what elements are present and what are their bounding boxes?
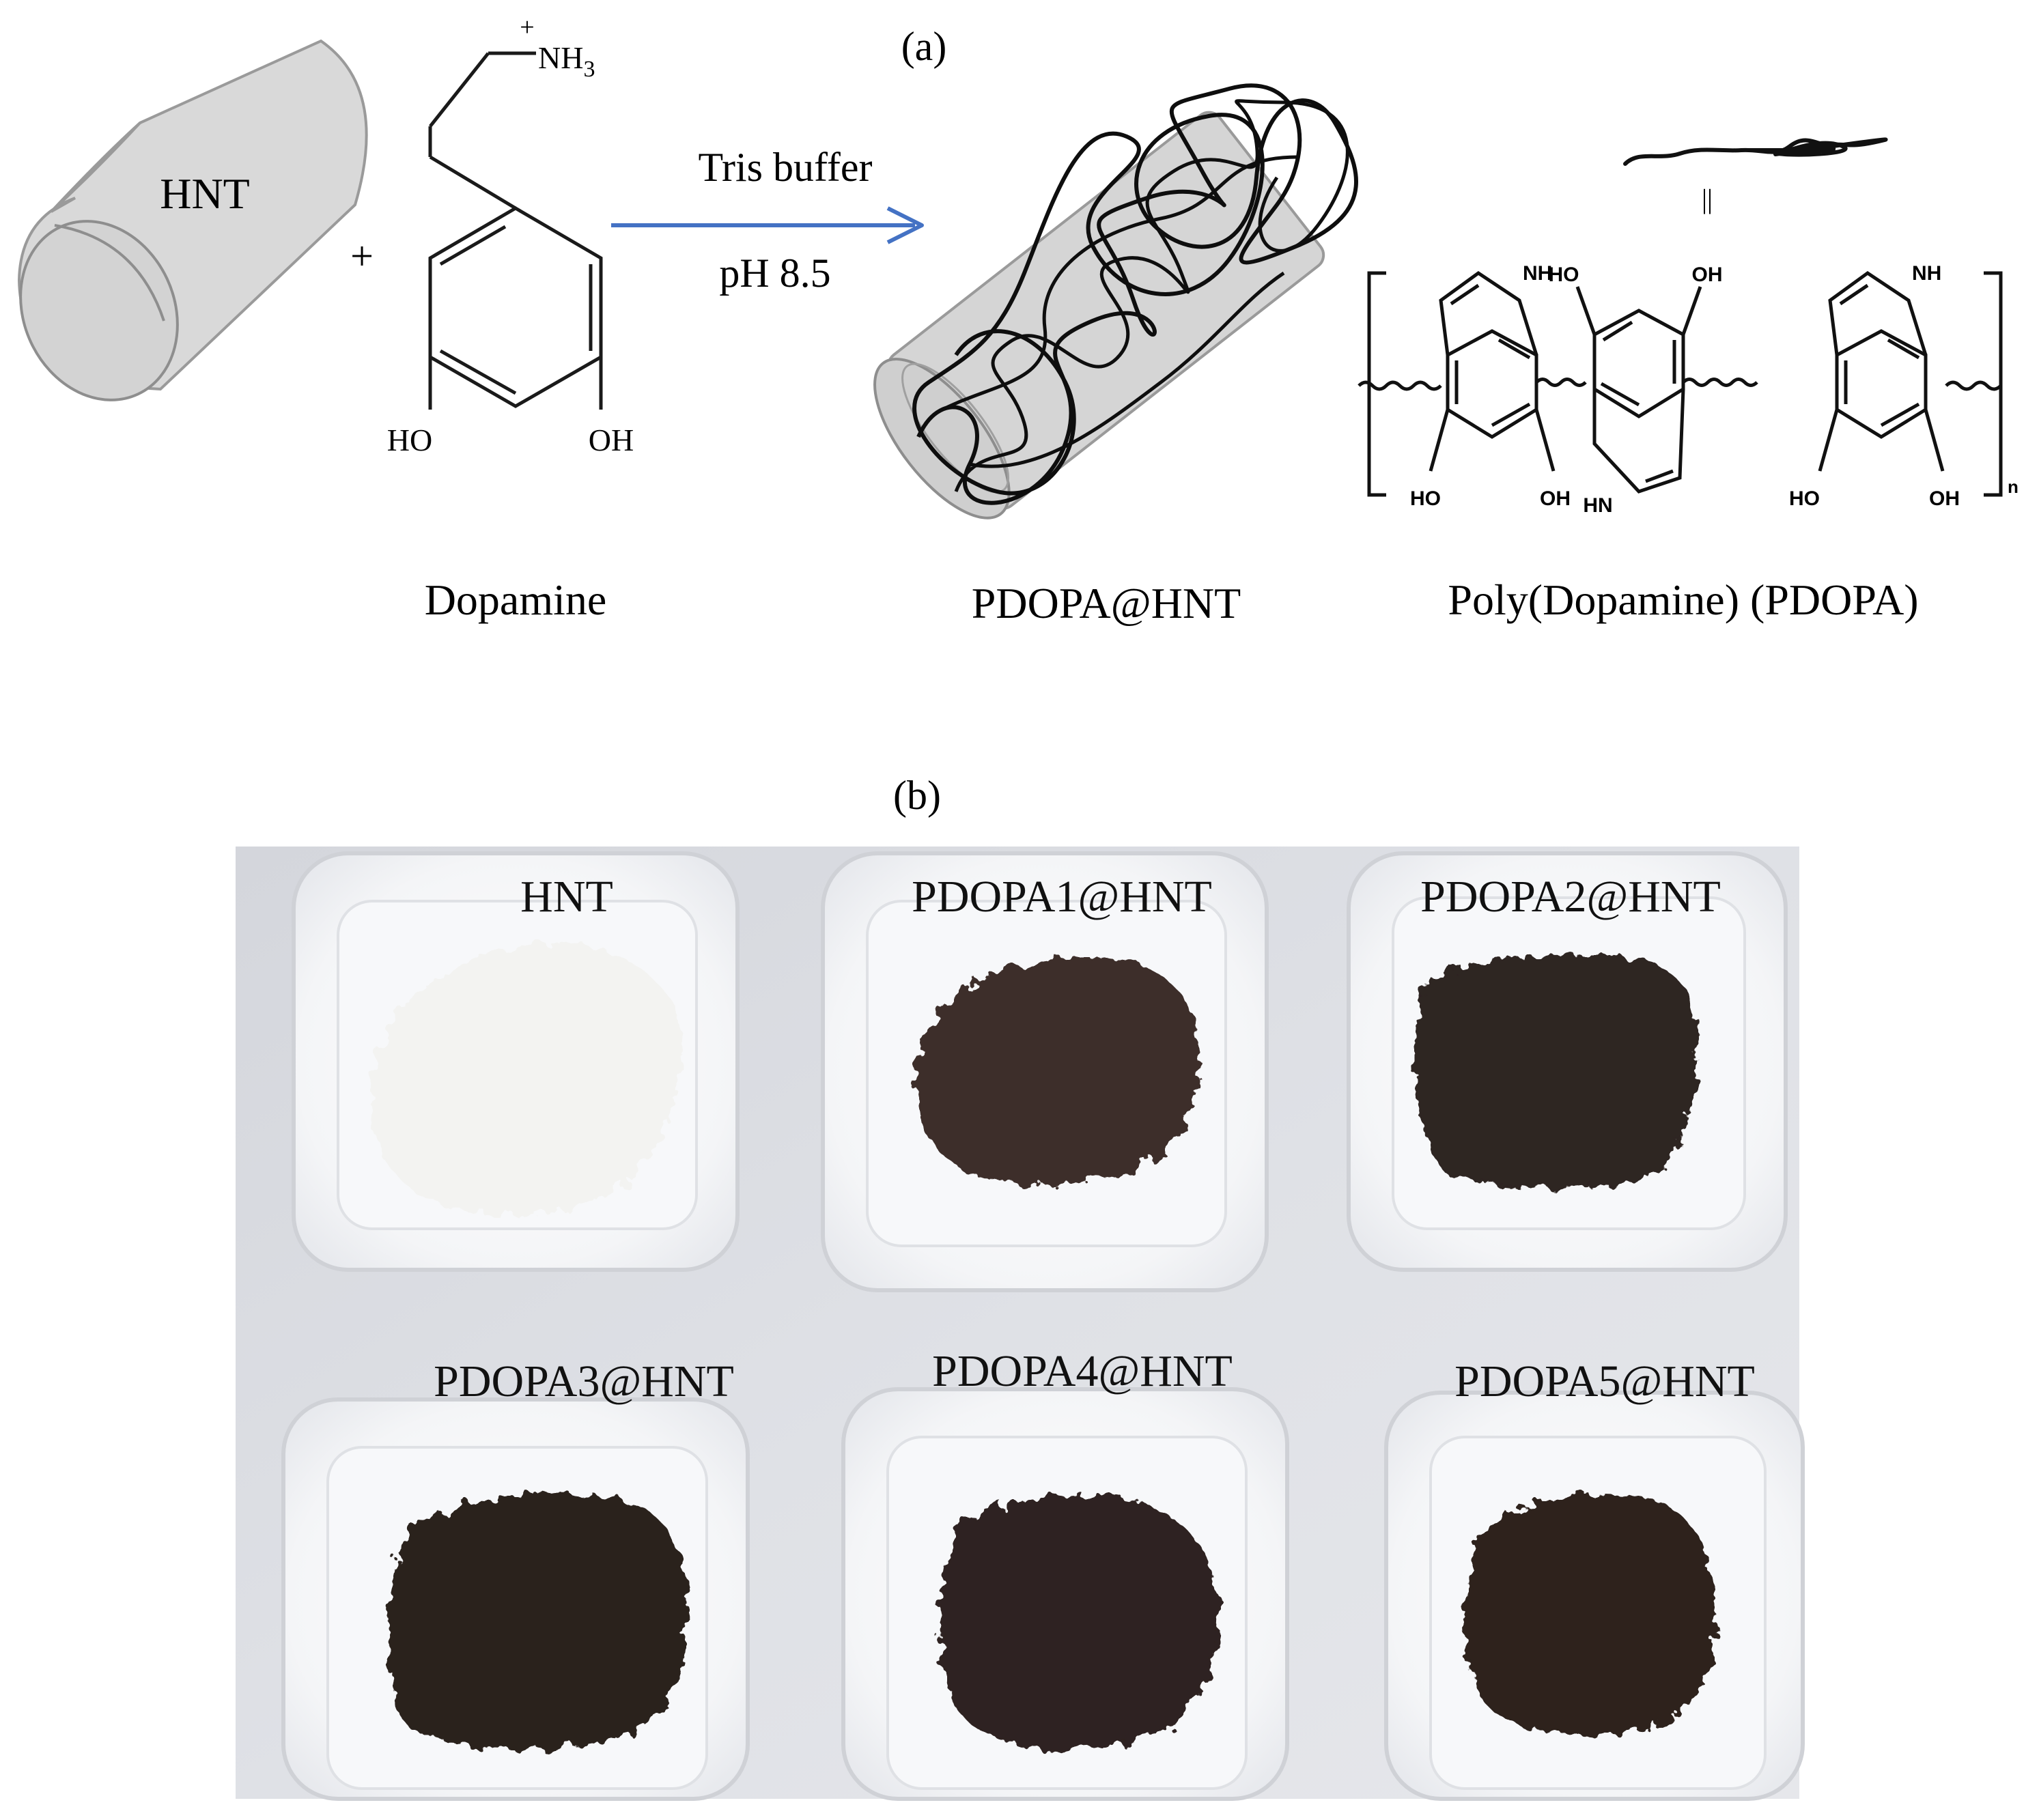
pdopa-hnt-illustration: PDOPA@HNT bbox=[873, 83, 1358, 627]
ammonium-charge: + bbox=[520, 13, 534, 42]
repeat-subscript: n bbox=[2008, 477, 2019, 497]
nh-right: NH bbox=[1912, 262, 1941, 285]
powder-hnt bbox=[370, 943, 683, 1216]
ho-bottom-left: HO bbox=[1410, 487, 1441, 510]
panel-a-label: (a) bbox=[901, 24, 947, 69]
panel-a: (a) HNT + + NH3 HO OH Dopam bbox=[17, 13, 2019, 627]
reaction-arrow: Tris buffer pH 8.5 bbox=[611, 145, 924, 296]
dopamine-ho: HO bbox=[387, 423, 432, 457]
polydopamine-structure: NH HO OH NH HO OH HN HO OH n Poly(Dopami… bbox=[1358, 262, 2019, 624]
powder-pdopa3 bbox=[387, 1493, 688, 1749]
sample-label-pdopa4: PDOPA4@HNT bbox=[932, 1346, 1233, 1396]
oh-bottom-right: OH bbox=[1929, 487, 1960, 510]
ho-bottom-right: HO bbox=[1789, 487, 1820, 510]
polymer-shorthand: || bbox=[1623, 137, 1888, 214]
polydopamine-name: Poly(Dopamine) (PDOPA) bbox=[1448, 575, 1918, 624]
sample-label-pdopa5: PDOPA5@HNT bbox=[1454, 1356, 1755, 1406]
sample-label-pdopa2: PDOPA2@HNT bbox=[1420, 872, 1721, 922]
plus-sign: + bbox=[350, 233, 374, 279]
ho-top: HO bbox=[1549, 264, 1579, 286]
sample-label-hnt: HNT bbox=[520, 872, 613, 922]
oh-bottom-left: OH bbox=[1540, 487, 1571, 510]
hnt-label: HNT bbox=[160, 169, 250, 218]
dopamine-oh: OH bbox=[589, 423, 634, 457]
dopamine-name: Dopamine bbox=[425, 575, 607, 624]
sample-label-pdopa1: PDOPA1@HNT bbox=[912, 872, 1212, 922]
ammonium-subscript: 3 bbox=[583, 57, 595, 82]
arrow-bottom-label: pH 8.5 bbox=[719, 251, 830, 296]
hn-middle: HN bbox=[1583, 494, 1612, 517]
hnt-roll-illustration: HNT bbox=[17, 39, 368, 401]
powder-pdopa5 bbox=[1465, 1493, 1715, 1736]
nh-left: NH bbox=[1523, 262, 1552, 285]
panel-b-label: (b) bbox=[893, 773, 941, 818]
sample-label-pdopa3: PDOPA3@HNT bbox=[434, 1356, 734, 1406]
dopamine-structure bbox=[428, 51, 603, 410]
panel-b: (b) bbox=[236, 773, 1805, 1801]
oh-top: OH bbox=[1692, 264, 1723, 286]
equals-mark: || bbox=[1702, 184, 1713, 214]
powder-heaps bbox=[370, 943, 1715, 1750]
powder-pdopa1 bbox=[914, 958, 1200, 1185]
powder-pdopa2 bbox=[1416, 954, 1698, 1188]
sample-photo: HNT PDOPA1@HNT PDOPA2@HNT PDOPA3@HNT PDO… bbox=[236, 847, 1805, 1801]
ammonium-group: NH3 bbox=[538, 40, 595, 82]
arrow-top-label: Tris buffer bbox=[698, 145, 872, 190]
pdopa-hnt-name: PDOPA@HNT bbox=[972, 579, 1241, 627]
ammonium-nh: NH bbox=[538, 40, 583, 75]
powder-pdopa4 bbox=[940, 1494, 1218, 1750]
